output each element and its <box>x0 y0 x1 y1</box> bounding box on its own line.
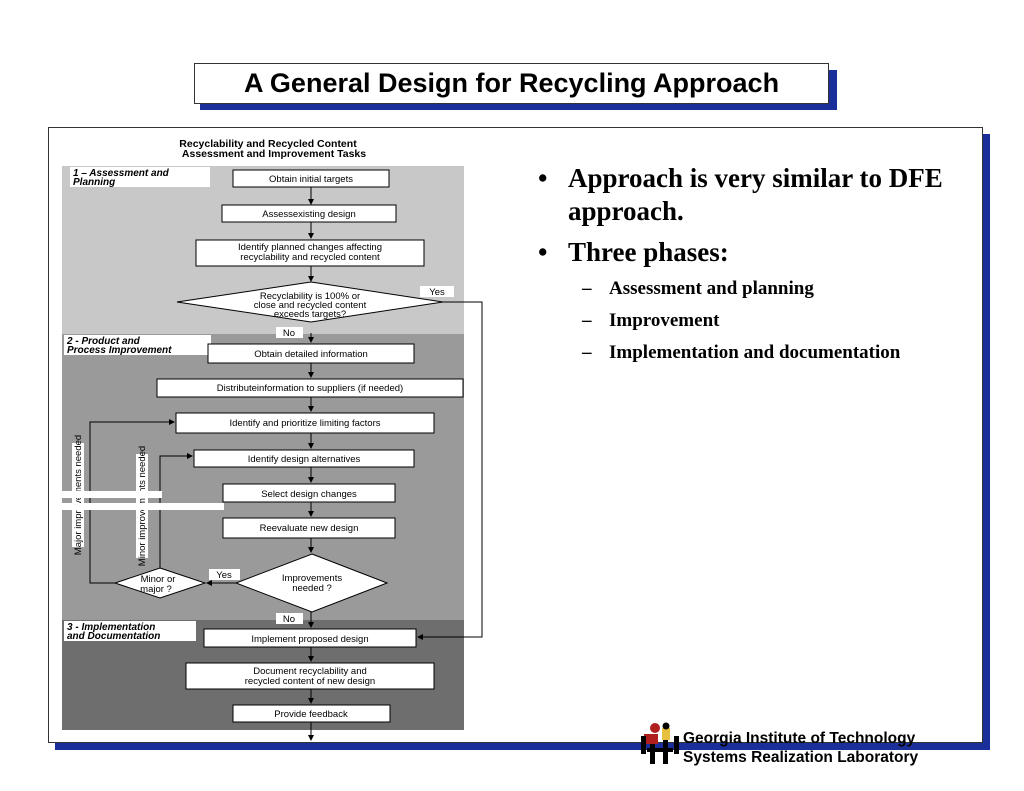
logo-line1: Georgia Institute of Technology <box>683 730 916 747</box>
step-obtain-targets-text: Obtain initial targets <box>269 174 353 185</box>
bullet-dot-icon: • <box>538 237 548 267</box>
step-implement-text: Implement proposed design <box>251 634 368 645</box>
step-assess-design-text: Assessexisting design <box>262 209 355 220</box>
yes2-label: Yes <box>216 570 232 581</box>
overlay-strip-1 <box>62 491 162 498</box>
step-identify-changes <box>195 239 425 267</box>
phase3-label-bg <box>64 621 196 641</box>
decision-improvements-text1: Improvements <box>282 573 342 584</box>
step-implement <box>203 628 417 648</box>
step-distribute-info <box>156 378 464 398</box>
bullet-dot-icon: • <box>538 163 548 193</box>
step-obtain-info <box>207 343 415 364</box>
decision-minor-major-text1: Minor or <box>141 574 176 585</box>
step-identify-changes-text1: Identify planned changes affecting <box>238 242 382 253</box>
decision-recyclability-text3: exceeds targets? <box>274 309 346 320</box>
logo-line2: Systems Realization Laboratory <box>683 749 919 766</box>
phase2-label-line2: Process Improvement <box>67 345 172 356</box>
decision-improvements <box>234 553 389 613</box>
step-select-changes-text: Select design changes <box>261 489 357 500</box>
step-obtain-info-text: Obtain detailed information <box>254 349 368 360</box>
sub-bullet-item: – Assessment and planning <box>572 277 956 301</box>
yes1-label-bg <box>420 286 454 297</box>
diagram-heading-line2: Assessment and Improvement Tasks <box>182 148 366 160</box>
dash-icon: – <box>582 310 592 331</box>
decision-minor-major <box>113 567 207 599</box>
step-identify-alternatives <box>193 449 415 468</box>
phase3-label-line2: and Documentation <box>67 631 160 642</box>
step-feedback-text: Provide feedback <box>274 709 348 720</box>
no2-label: No <box>283 614 295 625</box>
step-identify-alternatives-text: Identify design alternatives <box>248 454 361 465</box>
logo-text: Georgia Institute of Technology Systems … <box>683 729 918 767</box>
no1-label-bg <box>276 327 303 338</box>
no2-label-bg <box>276 613 303 624</box>
decision-improvements-text2: needed ? <box>292 583 332 594</box>
step-feedback <box>232 704 391 723</box>
phase1-label-bg <box>70 167 210 187</box>
sub-bullet-text: Assessment and planning <box>609 278 814 299</box>
decision-recyclability-text1: Recyclability is 100% or <box>260 291 360 302</box>
overlay-strip-2 <box>62 503 224 510</box>
bullet-text: Approach is very similar to DFE approach… <box>568 163 943 226</box>
phase3-label-line1: 3 - Implementation <box>67 622 155 633</box>
yes1-label: Yes <box>429 287 445 298</box>
slide-title: A General Design for Recycling Approach <box>243 68 780 98</box>
sub-bullet-text: Improvement <box>609 310 720 331</box>
bullet-list: • Approach is very similar to DFE approa… <box>536 162 956 373</box>
yes2-label-bg <box>209 569 240 580</box>
step-distribute-info-text: Distributeinformation to suppliers (if n… <box>217 383 403 394</box>
bullet-text: Three phases: <box>568 237 729 267</box>
no1-label: No <box>283 328 295 339</box>
step-identify-changes-text2: recyclability and recycled content <box>240 252 380 263</box>
step-select-changes <box>222 483 396 503</box>
diagram-heading-line1: Recyclability and Recycled Content <box>179 138 357 150</box>
decision-minor-major-text2: major ? <box>140 584 172 595</box>
phase1-label-line2: Planning <box>73 177 115 188</box>
step-identify-factors <box>175 412 435 434</box>
dash-icon: – <box>582 342 592 363</box>
sub-bullet-item: – Implementation and documentation <box>572 341 956 365</box>
step-obtain-targets <box>232 169 390 188</box>
dash-icon: – <box>582 278 592 299</box>
decision-recyclability <box>176 281 444 323</box>
title-box: A General Design for Recycling Approach <box>194 63 829 104</box>
bullet-item: • Three phases: <box>536 236 956 269</box>
georgia-tech-logo-icon <box>641 722 679 764</box>
step-reevaluate <box>222 517 396 539</box>
sub-bullet-text: Implementation and documentation <box>609 342 901 363</box>
decision-recyclability-text2: close and recycled content <box>254 300 367 311</box>
sub-bullet-item: – Improvement <box>572 309 956 333</box>
step-document-text1: Document recyclability and <box>253 666 367 677</box>
step-reevaluate-text: Reevaluate new design <box>260 523 359 534</box>
step-assess-design <box>221 204 397 223</box>
step-document-text2: recycled content of new design <box>245 676 375 687</box>
phase1-label-line1: 1 – Assessment and <box>73 168 170 179</box>
step-identify-factors-text: Identify and prioritize limiting factors <box>229 418 380 429</box>
phase2-label-bg <box>64 335 211 355</box>
step-document <box>185 662 435 690</box>
phase2-label-line1: 2 - Product and <box>66 336 141 347</box>
bullet-item: • Approach is very similar to DFE approa… <box>536 162 956 228</box>
